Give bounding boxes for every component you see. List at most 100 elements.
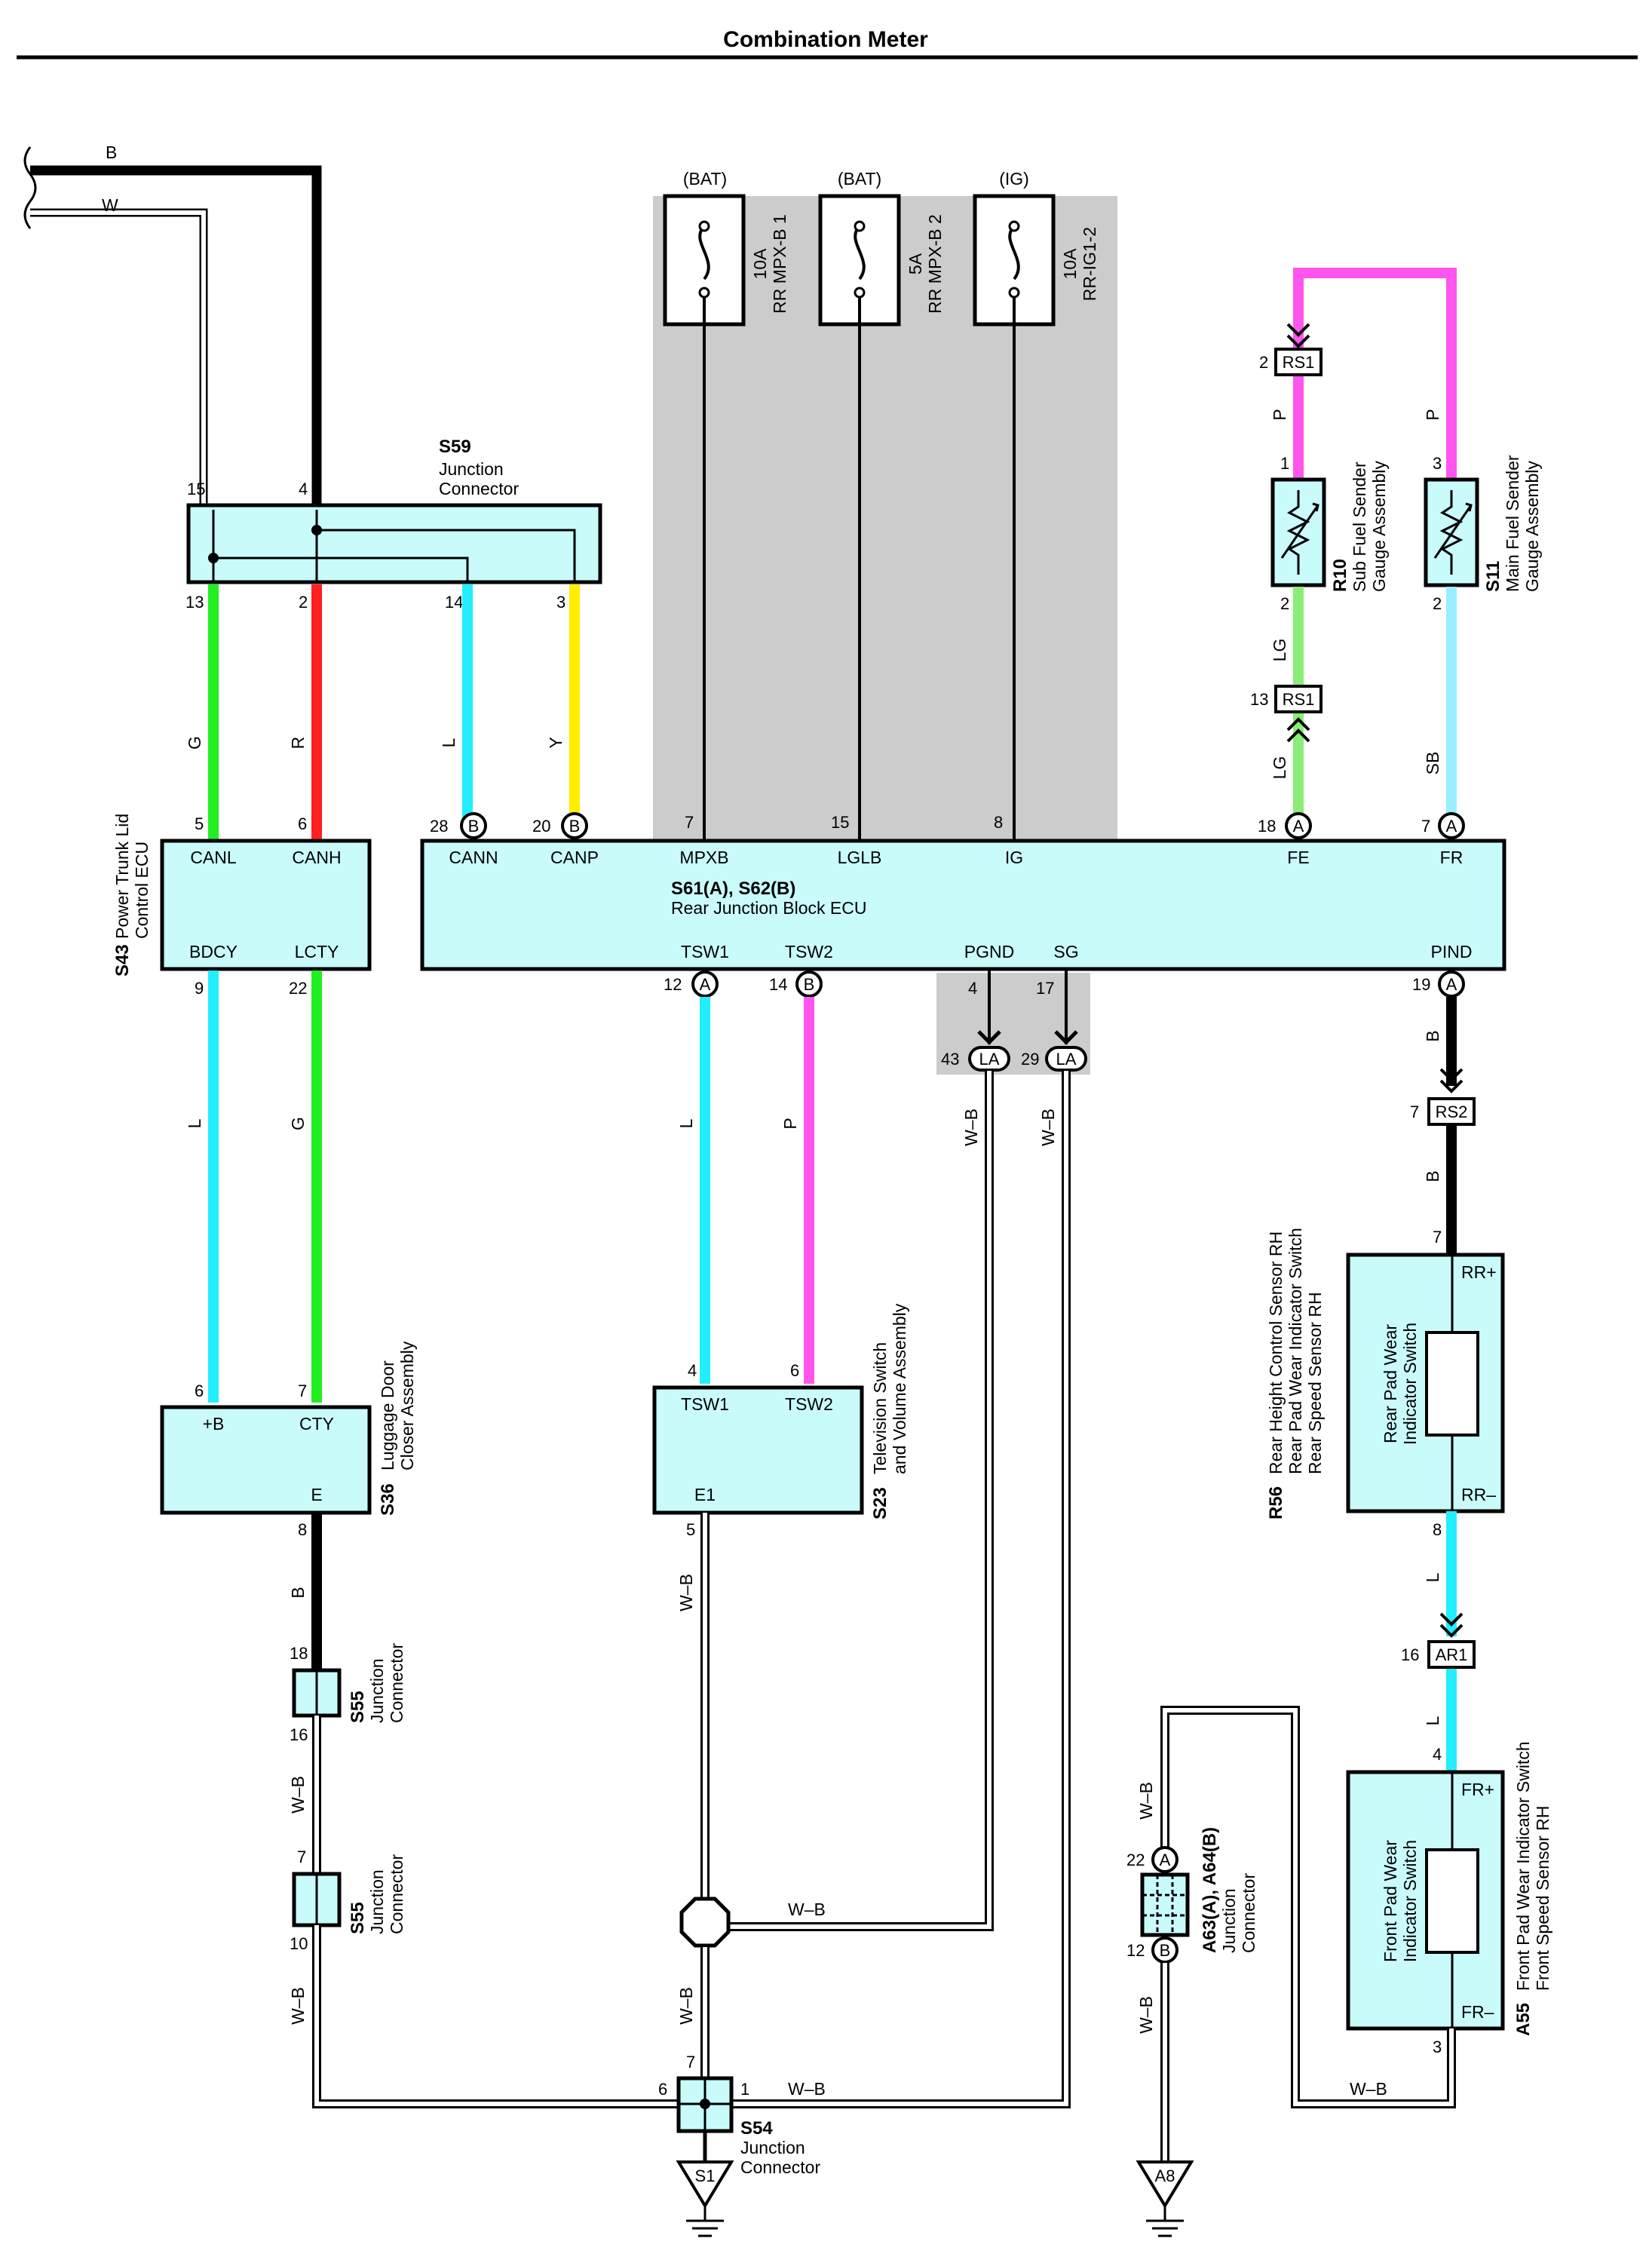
s23-name-1: Television Switch (870, 1342, 890, 1474)
s55-upper-pin-bottom: 16 (290, 1725, 308, 1744)
ecu-bottom-pin-pgnd: PGND 4 (964, 942, 1014, 998)
rs1-bottom-pin: 13 (1250, 690, 1268, 709)
s59-pin-2: 2 (299, 593, 308, 612)
top-wire-b (30, 165, 322, 510)
fuse-rating: 5A (906, 253, 925, 274)
ground-a8-icon: A8 (1136, 2160, 1194, 2237)
pin-label: FE (1287, 848, 1309, 867)
ecu-top-pin-ig: 8 IG (994, 813, 1023, 867)
s43-name-1: Power Trunk Lid (112, 814, 132, 939)
a55-pin-frm: FR– (1461, 2002, 1494, 2022)
pin-num: 18 (1258, 817, 1276, 836)
s36-pin-b: +B (203, 1414, 225, 1434)
s59-name-1: Junction (439, 459, 504, 479)
rs1-bottom-connector (1274, 685, 1323, 713)
ecu-top-pin-fe: A 18 FE (1258, 812, 1312, 867)
pin-num: 28 (430, 817, 448, 836)
wire-label-l: L (185, 1118, 204, 1128)
fuse-rating: 10A (1060, 248, 1080, 280)
fuse-rating: 10A (750, 248, 770, 280)
s23-television-switch (652, 1385, 864, 1515)
pin-num: 12 (664, 975, 682, 994)
fuse-source: (BAT) (838, 169, 881, 189)
s23-pin-e1: E1 (694, 1485, 716, 1504)
wire-label-r: R (288, 737, 308, 750)
s43-pin-canl: CANL (190, 848, 237, 867)
r56-id: R56 (1266, 1486, 1286, 1519)
s54-id: S54 (740, 2118, 773, 2139)
a63-pin-bottom: 12 (1126, 1941, 1145, 1960)
splice-point-octagon (679, 1897, 731, 1948)
a63-name-1: Junction (1219, 1888, 1239, 1953)
la-label: LA (1056, 1050, 1077, 1069)
s43-pin-num-22: 22 (289, 979, 307, 998)
pin-label: SG (1053, 942, 1078, 961)
a55-pin-num-3: 3 (1433, 2038, 1442, 2056)
s36-pin-num-7: 7 (298, 1381, 307, 1400)
a55-inner-2: Indicator Switch (1400, 1840, 1420, 1962)
la-label: LA (979, 1050, 1000, 1069)
wire-label-g: G (185, 736, 204, 750)
s55-lower-name-2: Connector (387, 1854, 406, 1934)
r56-pin-rrp: RR+ (1461, 1262, 1497, 1282)
wire-p-top-loop (1293, 268, 1457, 483)
r10-pin-2: 2 (1280, 594, 1289, 613)
s43-id: S43 (112, 944, 133, 977)
pin-label: TSW1 (681, 942, 729, 961)
fuse-rr-mpx-b1: (BAT) 10A RR MPX-B 1 (663, 169, 789, 841)
la-pin: 29 (1021, 1050, 1039, 1069)
fuse-source: (BAT) (683, 169, 727, 189)
ecu-top-pin-mpxb: 7 MPXB (679, 813, 728, 867)
r10-name-1: Sub Fuel Sender (1350, 462, 1369, 592)
pin-label: LGLB (838, 848, 882, 867)
ar1-connector (1427, 1640, 1476, 1669)
s43-pin-lcty: LCTY (295, 942, 339, 961)
top-wire-w (30, 208, 208, 510)
s59-name-2: Connector (439, 479, 519, 498)
wire-label-lg: LG (1270, 756, 1289, 780)
wire-label-wb: W–B (1136, 1996, 1156, 2034)
pin-label: PIND (1431, 942, 1473, 961)
ar1-label: AR1 (1436, 1645, 1468, 1664)
pin-label: CANP (550, 848, 599, 867)
rs1-top-label: RS1 (1283, 353, 1315, 372)
s59-internal-wiring (212, 510, 576, 582)
wire-label-g: G (288, 1117, 308, 1130)
s36-pin-num-8: 8 (298, 1520, 307, 1539)
wire-label-l: L (1423, 1572, 1442, 1582)
wire-label-l: L (676, 1118, 696, 1128)
r56-pin-num-7: 7 (1433, 1228, 1442, 1247)
rs1-bottom-chevron (1286, 717, 1310, 743)
s11-pin-2: 2 (1433, 594, 1442, 613)
conn-letter: B (569, 817, 581, 836)
s11-variable-resistor-icon (1433, 490, 1473, 575)
wire-label-wb: W–B (1038, 1109, 1058, 1146)
wire-label-wb: W–B (288, 1987, 308, 2025)
pin-num: 8 (994, 813, 1003, 832)
s11-name-2: Gauge Assembly (1522, 461, 1542, 592)
r56-switch-element (1425, 1331, 1479, 1437)
fuse-name: RR MPX-B 1 (770, 214, 789, 314)
r56-pin-rrm: RR– (1461, 1485, 1496, 1504)
a55-id: A55 (1513, 2003, 1534, 2036)
pin-label: PGND (964, 942, 1014, 961)
r56-name-3: Rear Speed Sensor RH (1305, 1292, 1325, 1474)
la-connector-29: LA 29 (1021, 971, 1087, 1072)
s55-upper-name-2: Connector (387, 1643, 406, 1723)
s11-pin-3: 3 (1433, 454, 1442, 473)
rear-junction-block-ecu (420, 839, 1506, 971)
wire-label-wb: W–B (788, 1900, 826, 1919)
s59-pin-4: 4 (299, 480, 308, 498)
s54-pin-right: 1 (740, 2080, 749, 2099)
a63-pin-top: 22 (1126, 1851, 1145, 1869)
wire-label-p: P (1270, 409, 1289, 420)
r56-name-1: Rear Height Control Sensor RH (1266, 1231, 1286, 1474)
s59-junction-connector (186, 503, 602, 584)
s36-luggage-door-closer (160, 1405, 372, 1515)
s59-pin-14: 14 (445, 593, 463, 612)
conn-letter: A (1446, 975, 1457, 994)
ecu-bottom-pin-tsw2: TSW2 B 14 (769, 942, 833, 998)
a55-pin-frp: FR+ (1461, 1780, 1494, 1799)
s43-pin-bdcy: BDCY (189, 942, 238, 961)
wire-label-b: B (1423, 1170, 1442, 1182)
